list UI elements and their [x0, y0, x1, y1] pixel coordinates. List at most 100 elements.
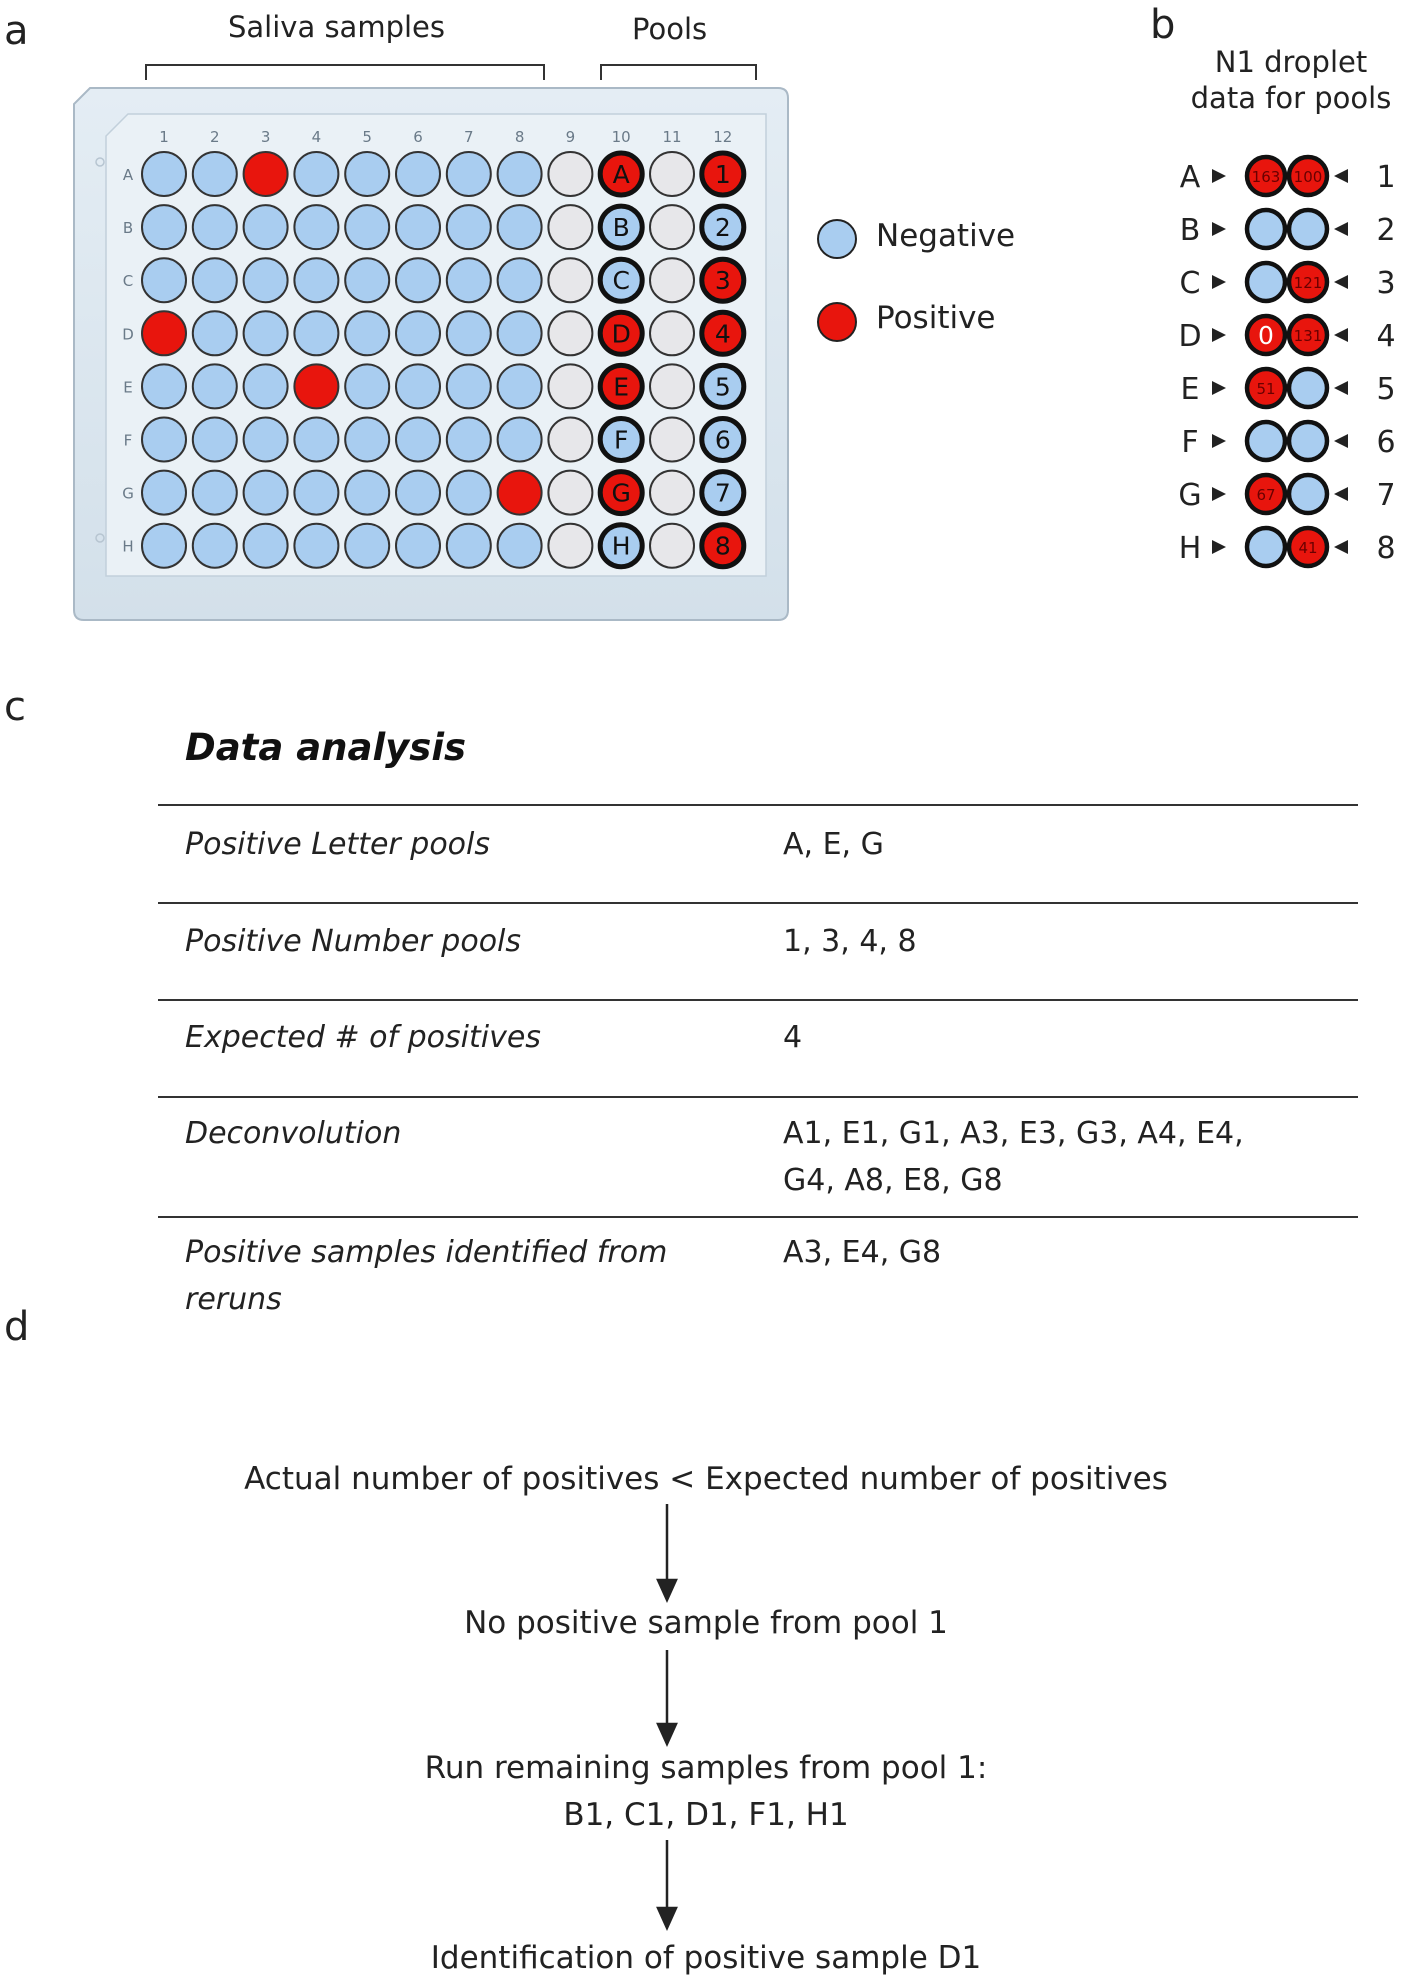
droplet-number-value: 131	[1294, 327, 1323, 345]
droplet-number-pool	[1286, 419, 1330, 463]
pool-well-label: G	[612, 479, 631, 508]
pool-well-label: B	[613, 213, 630, 242]
pool-well	[597, 150, 645, 198]
droplet-right-arrow	[1334, 275, 1348, 289]
negative-sample-well	[141, 151, 187, 197]
droplet-left-arrow	[1212, 222, 1226, 236]
flow-step-2: No positive sample from pool 1	[464, 1605, 948, 1641]
droplet-number-label: 5	[1376, 372, 1395, 407]
droplet-number-label: 4	[1376, 319, 1395, 354]
positive-sample-well	[293, 363, 340, 410]
negative-sample-well	[395, 151, 441, 197]
flow-arrows	[656, 1504, 678, 1932]
pool-well	[699, 522, 747, 570]
droplet-letter-pool	[1244, 207, 1288, 251]
negative-sample-well	[496, 204, 543, 251]
droplet-letter-pool	[1244, 154, 1288, 198]
plate-column-label: 7	[464, 128, 474, 146]
negative-sample-well	[191, 363, 238, 410]
plate-column-label: 9	[566, 128, 576, 146]
negative-sample-well	[242, 257, 289, 304]
plate-column-label: 10	[612, 128, 631, 146]
pool-well	[699, 203, 747, 251]
droplet-letter-label: F	[1181, 425, 1198, 460]
pool-well-label: A	[613, 160, 630, 189]
empty-well	[649, 257, 695, 304]
saliva-samples-label: Saliva samples	[228, 10, 445, 44]
droplet-right-arrow	[1334, 540, 1348, 554]
negative-sample-well	[293, 204, 340, 251]
pool-well	[597, 362, 645, 410]
droplet-title-line2: data for pools	[1190, 81, 1392, 116]
droplet-number-label: 8	[1376, 531, 1395, 566]
droplet-right-arrow	[1334, 434, 1348, 448]
droplet-letter-label: A	[1180, 160, 1201, 195]
droplet-number-pool	[1286, 260, 1330, 304]
negative-sample-well	[496, 151, 543, 197]
pool-well-label: 1	[715, 160, 731, 189]
droplet-number-pool	[1286, 207, 1330, 251]
negative-sample-well	[242, 416, 289, 463]
plate-row-label: B	[123, 219, 133, 237]
pool-well	[597, 469, 645, 517]
droplet-letter-value: 163	[1252, 168, 1281, 186]
negative-legend-label: Negative	[876, 218, 1016, 254]
flow-arrow-2-head	[656, 1722, 678, 1748]
negative-sample-well	[141, 363, 187, 410]
negative-sample-well	[293, 469, 340, 516]
plate-row-label: D	[122, 325, 134, 343]
pool-well	[699, 309, 747, 357]
negative-sample-well	[445, 257, 492, 304]
table-rule	[158, 804, 1358, 806]
negative-sample-well	[242, 310, 289, 357]
negative-sample-well	[395, 522, 441, 569]
table-label-positive-from-reruns-line2: reruns	[185, 1282, 282, 1317]
pool-well	[597, 522, 645, 570]
plate-column-label: 5	[362, 128, 372, 146]
empty-well	[649, 416, 695, 463]
negative-sample-well	[191, 310, 238, 357]
pool-well-label: 7	[715, 479, 731, 508]
panel-label-b: b	[1150, 2, 1176, 48]
table-value-positive-letter-pools: A, E, G	[783, 827, 884, 862]
negative-sample-well	[344, 257, 391, 304]
droplet-number-pool	[1286, 313, 1330, 357]
negative-sample-well	[293, 151, 340, 197]
negative-sample-well	[496, 310, 543, 357]
positive-legend-swatch	[817, 302, 857, 342]
droplet-left-arrow	[1212, 487, 1226, 501]
plate-column-label: 1	[159, 128, 169, 146]
negative-sample-well	[344, 522, 391, 569]
droplet-number-pool	[1286, 525, 1330, 569]
table-label-positive-number-pools: Positive Number pools	[185, 924, 522, 959]
negative-sample-well	[445, 416, 492, 463]
plate-column-label: 2	[210, 128, 220, 146]
table-label-expected-positives: Expected # of positives	[185, 1020, 541, 1055]
plate-row-label: F	[124, 432, 133, 450]
negative-sample-well	[141, 522, 187, 569]
negative-sample-well	[141, 204, 187, 251]
plate-column-label: 6	[413, 128, 423, 146]
droplet-title: N1 droplet data for pools	[1176, 44, 1406, 117]
negative-sample-well	[242, 363, 289, 410]
empty-well	[547, 363, 594, 410]
table-rule	[158, 1096, 1358, 1098]
negative-sample-well	[395, 310, 441, 357]
droplet-number-label: 1	[1376, 160, 1395, 195]
panel-label-c: c	[4, 684, 26, 730]
empty-well	[649, 310, 695, 357]
droplet-letter-label: D	[1178, 319, 1201, 354]
negative-sample-well	[445, 522, 492, 569]
positive-sample-well	[141, 310, 187, 357]
negative-sample-well	[242, 204, 289, 251]
plate-column-label: 4	[312, 128, 322, 146]
empty-well	[649, 522, 695, 569]
empty-well	[547, 416, 594, 463]
pools-label: Pools	[632, 12, 708, 46]
flow-arrow-1-head	[656, 1578, 678, 1604]
negative-sample-well	[242, 469, 289, 516]
droplet-letter-value: 0	[1258, 321, 1274, 350]
empty-well	[547, 204, 594, 251]
droplet-right-arrow	[1334, 169, 1348, 183]
